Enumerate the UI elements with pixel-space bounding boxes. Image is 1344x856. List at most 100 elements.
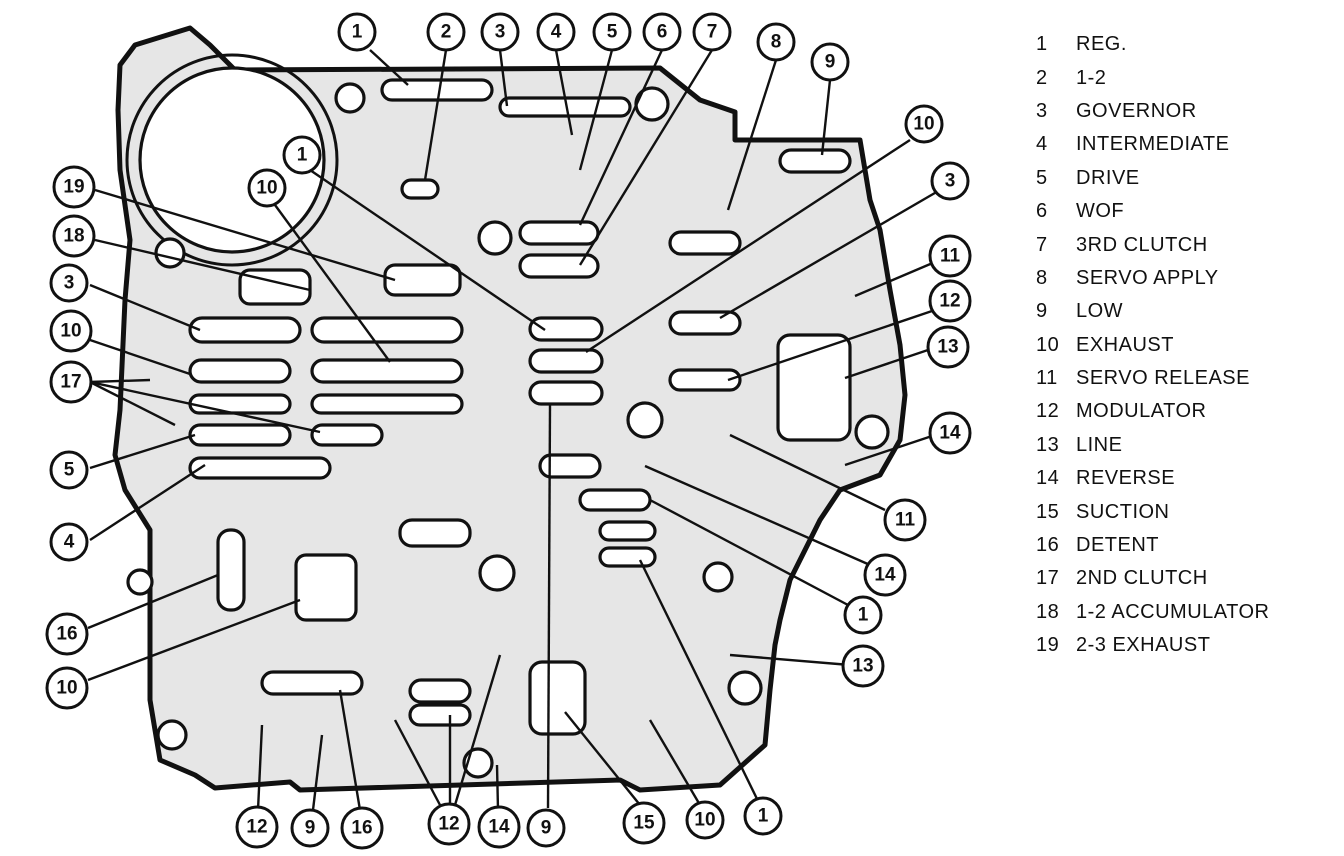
svg-text:12: 12 <box>246 817 267 838</box>
svg-text:8: 8 <box>771 32 782 53</box>
callout-10-center: 10 <box>247 168 287 208</box>
svg-text:14: 14 <box>874 565 896 586</box>
callout-8-top: 8 <box>756 22 796 62</box>
svg-text:17: 17 <box>60 372 81 393</box>
svg-text:7: 7 <box>707 22 718 43</box>
callout-3-left: 3 <box>49 263 89 303</box>
svg-text:12: 12 <box>438 814 459 835</box>
callout-3-right: 3 <box>930 161 970 201</box>
callout-9-top: 9 <box>810 42 850 82</box>
callout-13-right-top: 13 <box>926 325 970 369</box>
svg-text:1: 1 <box>758 806 769 827</box>
svg-text:10: 10 <box>56 678 77 699</box>
callout-16-left: 16 <box>45 612 89 656</box>
callout-14-bottom: 14 <box>477 805 521 849</box>
callout-9-bottom: 9 <box>290 808 330 848</box>
svg-text:19: 19 <box>63 177 84 198</box>
svg-text:3: 3 <box>495 22 506 43</box>
svg-text:5: 5 <box>607 22 618 43</box>
callout-11-right: 11 <box>883 498 927 542</box>
svg-text:9: 9 <box>825 52 836 73</box>
callout-9-bottom-center: 9 <box>526 808 566 848</box>
svg-text:9: 9 <box>541 818 552 839</box>
callout-18-left: 18 <box>52 214 96 258</box>
svg-text:6: 6 <box>657 22 668 43</box>
svg-text:12: 12 <box>939 291 960 312</box>
svg-text:16: 16 <box>351 818 372 839</box>
callout-14-right: 14 <box>863 553 907 597</box>
svg-text:14: 14 <box>488 817 510 838</box>
svg-text:10: 10 <box>256 178 277 199</box>
svg-text:2: 2 <box>441 22 452 43</box>
callout-6-top: 6 <box>642 12 682 52</box>
svg-text:11: 11 <box>895 510 916 531</box>
svg-text:14: 14 <box>939 423 961 444</box>
svg-text:5: 5 <box>64 460 75 481</box>
svg-text:4: 4 <box>551 22 562 43</box>
svg-text:13: 13 <box>937 337 958 358</box>
leader-lines <box>87 49 941 811</box>
svg-text:13: 13 <box>852 656 873 677</box>
callout-11-right-top: 11 <box>928 234 972 278</box>
callout-12-bottom: 12 <box>235 805 279 849</box>
bolt-holes <box>126 82 890 779</box>
callout-12-right: 12 <box>928 279 972 323</box>
callout-15-bottom: 15 <box>622 801 666 845</box>
callouts: 1 2 3 4 5 6 7 8 9 10 1 19 10 18 3 10 17 … <box>45 12 972 850</box>
callout-7-top: 7 <box>692 12 732 52</box>
callout-13-right: 13 <box>841 644 885 688</box>
callout-10-left: 10 <box>49 309 93 353</box>
svg-text:15: 15 <box>633 813 655 834</box>
svg-text:4: 4 <box>64 532 75 553</box>
svg-text:3: 3 <box>64 273 75 294</box>
svg-text:3: 3 <box>945 171 956 192</box>
svg-text:10: 10 <box>694 810 715 831</box>
callout-4-left: 4 <box>49 522 89 562</box>
callout-5-left: 5 <box>49 450 89 490</box>
callout-1-bottom: 1 <box>743 796 783 836</box>
callout-19-left: 19 <box>52 165 96 209</box>
callout-5-top: 5 <box>592 12 632 52</box>
svg-text:10: 10 <box>60 321 81 342</box>
svg-text:11: 11 <box>940 246 961 267</box>
callout-10-right-top: 10 <box>904 104 944 144</box>
svg-text:1: 1 <box>352 22 363 43</box>
callout-16-bottom: 16 <box>340 806 384 850</box>
large-bore <box>138 66 326 254</box>
callout-1-right: 1 <box>843 595 883 635</box>
callout-2-top: 2 <box>426 12 466 52</box>
callout-12-bottom-center: 12 <box>427 802 471 846</box>
callout-10-left-bottom: 10 <box>45 666 89 710</box>
large-bore-rim <box>125 53 339 267</box>
callout-10-bottom: 10 <box>685 800 725 840</box>
svg-text:1: 1 <box>297 145 308 166</box>
svg-text:18: 18 <box>63 226 84 247</box>
svg-text:16: 16 <box>56 624 77 645</box>
svg-text:9: 9 <box>305 818 316 839</box>
callout-1-center: 1 <box>282 135 322 175</box>
svg-text:10: 10 <box>913 114 934 135</box>
callout-1-top: 1 <box>337 12 377 52</box>
callout-14-right-top: 14 <box>928 411 972 455</box>
callout-17-left: 17 <box>49 360 93 404</box>
callout-4-top: 4 <box>536 12 576 52</box>
svg-text:1: 1 <box>858 605 869 626</box>
